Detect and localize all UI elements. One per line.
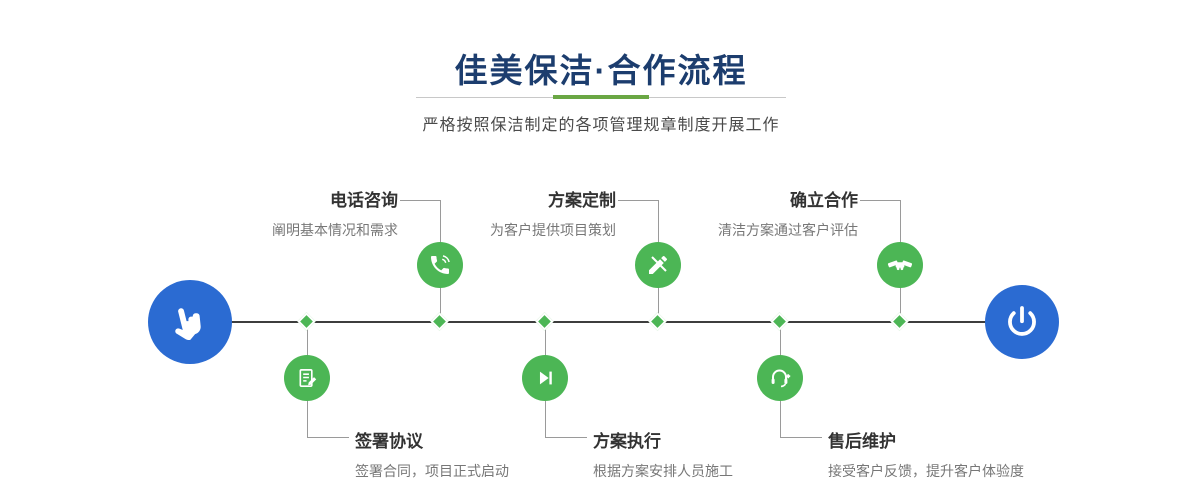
step-text-agreement: 签署协议 签署合同，项目正式启动 — [355, 427, 635, 481]
connector-line — [545, 437, 587, 438]
connector-line — [780, 437, 822, 438]
headset-plus-icon — [768, 366, 792, 390]
step-text-phone: 电话咨询 阐明基本情况和需求 — [198, 186, 398, 240]
timeline-diamond — [430, 312, 449, 331]
timeline-diamond — [890, 312, 909, 331]
step-circle-phone — [417, 242, 463, 288]
step-circle-aftersale — [757, 355, 803, 401]
timeline — [190, 321, 1022, 323]
step-title: 方案定制 — [548, 191, 616, 210]
connector-line — [400, 200, 440, 201]
step-text-execute: 方案执行 根据方案安排人员施工 — [593, 427, 873, 481]
step-desc: 清洁方案通过客户评估 — [718, 222, 858, 238]
timeline-diamond — [770, 312, 789, 331]
step-title: 签署协议 — [355, 432, 423, 451]
pencil-ruler-icon — [646, 253, 670, 277]
connector-line — [307, 437, 349, 438]
timeline-diamond — [648, 312, 667, 331]
step-desc: 签署合同，项目正式启动 — [355, 463, 509, 479]
step-desc: 根据方案安排人员施工 — [593, 463, 733, 479]
step-desc: 为客户提供项目策划 — [490, 222, 616, 238]
step-text-plan: 方案定制 为客户提供项目策划 — [416, 186, 616, 240]
connector-line — [618, 200, 658, 201]
step-circle-execute — [522, 355, 568, 401]
step-title: 确立合作 — [790, 191, 858, 210]
step-title: 方案执行 — [593, 432, 661, 451]
step-text-aftersale: 售后维护 接受客户反馈，提升客户体验度 — [828, 427, 1128, 481]
page-title: 佳美保洁·合作流程 — [454, 52, 748, 89]
step-circle-plan — [635, 242, 681, 288]
timeline-start-node — [148, 280, 232, 364]
play-execute-icon — [534, 367, 556, 389]
power-icon — [1003, 303, 1041, 341]
step-text-cooperation: 确立合作 清洁方案通过客户评估 — [658, 186, 858, 240]
pointer-hand-icon — [168, 300, 212, 344]
step-circle-agreement — [284, 355, 330, 401]
contract-sign-icon — [296, 367, 319, 390]
step-circle-cooperation — [877, 242, 923, 288]
divider-accent — [553, 95, 649, 99]
timeline-diamond — [297, 312, 316, 331]
page-subtitle: 严格按照保洁制定的各项管理规章制度开展工作 — [422, 117, 780, 134]
step-title: 电话咨询 — [330, 191, 398, 210]
connector-line — [860, 200, 900, 201]
title-divider — [416, 95, 786, 100]
handshake-icon — [887, 252, 913, 278]
step-desc: 接受客户反馈，提升客户体验度 — [828, 463, 1024, 479]
timeline-diamond — [535, 312, 554, 331]
step-desc: 阐明基本情况和需求 — [272, 222, 398, 238]
step-title: 售后维护 — [828, 432, 896, 451]
phone-icon — [428, 253, 452, 277]
timeline-end-node — [985, 285, 1059, 359]
